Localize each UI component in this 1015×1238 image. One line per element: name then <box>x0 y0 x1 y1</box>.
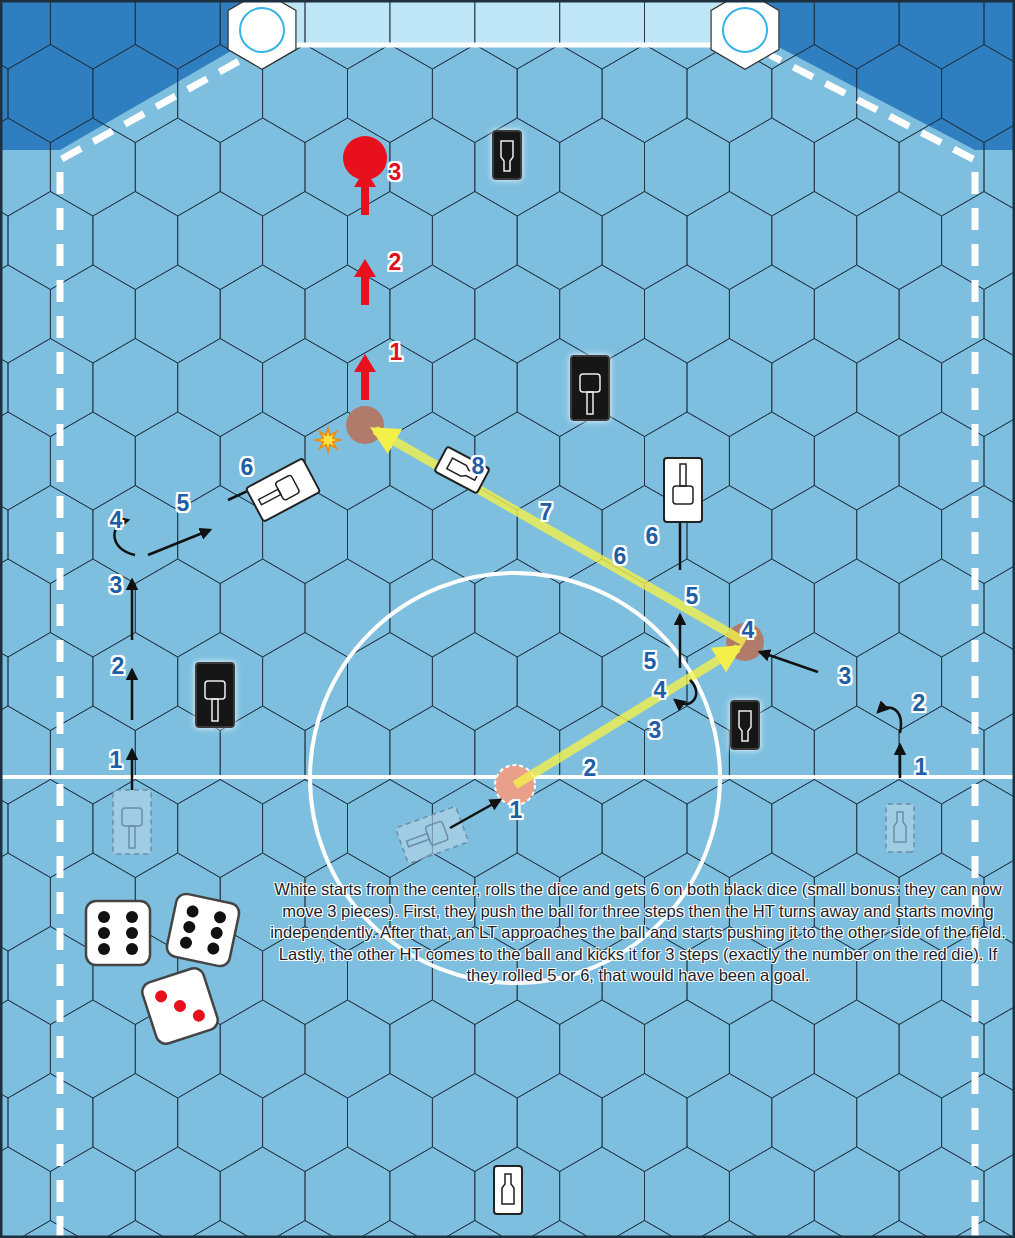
callout-number: 1 <box>510 798 523 822</box>
callout-number: 5 <box>177 491 190 515</box>
move-arrow <box>131 750 134 790</box>
callout-number: 2 <box>913 691 926 715</box>
move-arrow <box>760 652 818 672</box>
move-arrow <box>679 615 682 668</box>
white-light-tank <box>494 1166 522 1214</box>
black-die <box>86 901 150 965</box>
impact-star <box>316 428 340 452</box>
black-die <box>165 892 241 968</box>
callout-number: 5 <box>686 584 699 608</box>
callout-number: 2 <box>389 250 402 274</box>
kick-arrow <box>354 259 376 305</box>
callout-number: 1 <box>390 340 403 364</box>
black-light-tank <box>731 701 759 749</box>
black-heavy-tank <box>571 356 609 420</box>
move-arrow <box>148 530 210 555</box>
kick-arrow <box>354 354 376 400</box>
callout-number: 6 <box>646 524 659 548</box>
kick-arrow <box>354 169 376 215</box>
move-arrow <box>450 800 500 828</box>
callout-number: 3 <box>389 160 402 184</box>
callout-number: 3 <box>649 718 662 742</box>
move-arrow <box>131 580 134 640</box>
callout-number: 4 <box>654 678 667 702</box>
black-light-tank <box>493 131 521 179</box>
ghost-heavy-tank <box>395 806 468 864</box>
white-heavy-tank <box>664 458 702 522</box>
callout-number: 4 <box>110 508 123 532</box>
callout-number: 5 <box>644 649 657 673</box>
ball-path <box>515 648 738 785</box>
callout-number: 1 <box>915 755 928 779</box>
black-heavy-tank <box>196 663 234 727</box>
callout-number: 6 <box>614 544 627 568</box>
turn-arrow <box>878 707 901 733</box>
move-arrow <box>899 745 902 778</box>
callout-number: 3 <box>110 573 123 597</box>
callout-number: 4 <box>742 618 755 642</box>
ghost-light-tank <box>886 804 914 852</box>
callout-number: 1 <box>110 748 123 772</box>
white-light-tank <box>434 446 490 493</box>
ball-path <box>375 430 745 642</box>
red-die <box>140 966 221 1047</box>
ghost-heavy-tank <box>113 790 151 854</box>
callout-number: 7 <box>540 500 553 524</box>
callout-number: 2 <box>584 756 597 780</box>
move-arrow <box>131 670 134 720</box>
callout-number: 2 <box>112 654 125 678</box>
callout-number: 8 <box>472 454 485 478</box>
caption: White starts from the center, rolls the … <box>262 879 1014 987</box>
callout-number: 3 <box>839 664 852 688</box>
callout-number: 6 <box>241 455 254 479</box>
white-heavy-tank <box>246 458 320 522</box>
ball-spot <box>346 406 384 444</box>
turn-arrow <box>675 680 696 704</box>
